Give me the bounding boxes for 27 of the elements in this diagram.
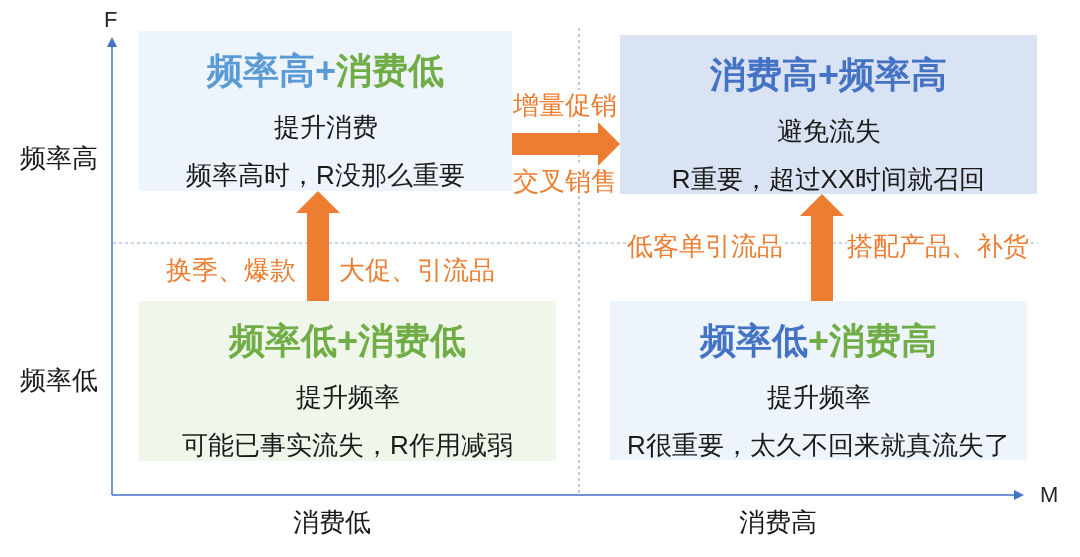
strategy-label: 交叉销售	[513, 166, 617, 196]
axis-label: 频率高	[20, 142, 98, 175]
block-arrow	[512, 122, 620, 166]
strategy-text: 提升频率	[295, 381, 400, 414]
strategy-text: 提升消费	[273, 111, 378, 144]
quadrant-box	[139, 31, 512, 191]
quadrant-title: 消费高+频率高	[710, 53, 947, 97]
axis-label: 频率低	[20, 364, 98, 397]
strategy-text: 避免流失	[776, 115, 881, 148]
block-arrow	[296, 191, 340, 301]
strategy-text: 提升频率	[766, 381, 871, 414]
axis-title: F	[104, 6, 118, 34]
quadrant-box	[610, 301, 1027, 460]
axis-title: M	[1040, 481, 1059, 509]
axis-label: 消费低	[293, 506, 371, 539]
note-text: 可能已事实流失，R作用减弱	[182, 429, 513, 462]
note-text: R很重要，太久不回来就真流失了	[627, 429, 1010, 462]
strategy-label: 增量促销	[513, 90, 617, 120]
block-arrow	[800, 194, 844, 301]
note-text: R重要，超过XX时间就召回	[671, 163, 986, 196]
quadrant-title: 频率低+消费低	[229, 319, 466, 363]
note-text: 频率高时，R没那么重要	[186, 159, 465, 192]
quadrant-box	[620, 35, 1037, 194]
quadrant-box	[139, 301, 556, 461]
quadrant-title: 频率低+消费高	[700, 319, 937, 363]
quadrant-title: 频率高+消费低	[207, 49, 444, 93]
axis-label: 消费高	[739, 506, 817, 539]
